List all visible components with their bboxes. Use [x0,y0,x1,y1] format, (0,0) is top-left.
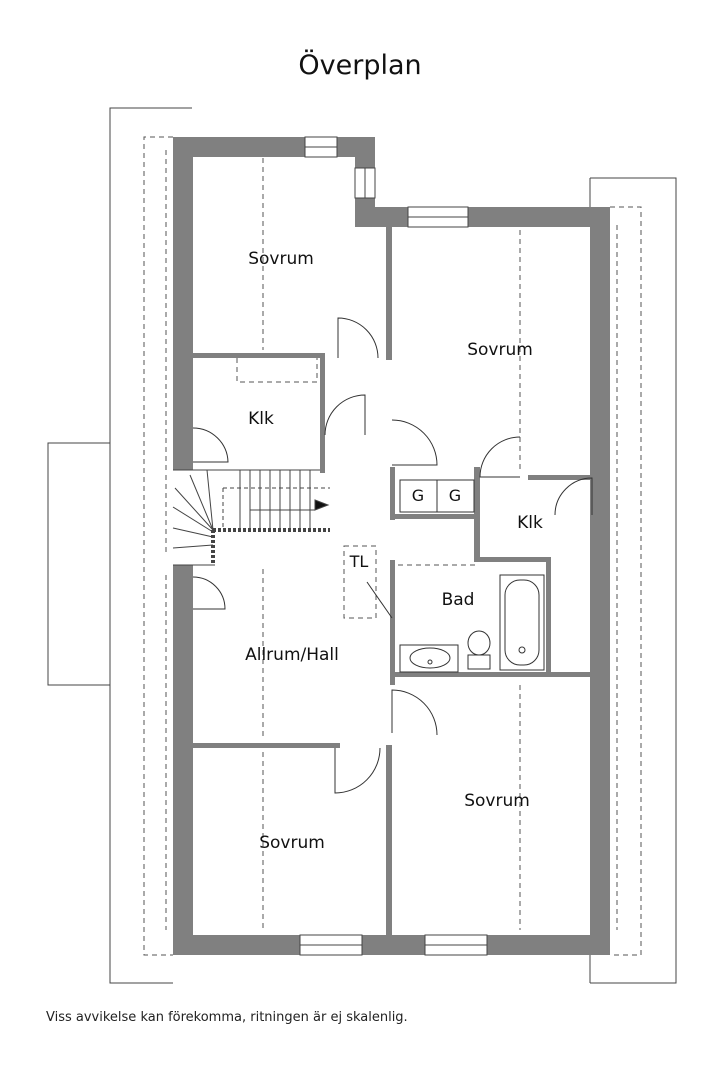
staircase [172,469,330,566]
room-label-sovrum-ne: Sovrum [467,340,533,360]
doors [192,317,593,794]
windows [299,136,488,956]
room-labels: Sovrum Sovrum Klk Klk G G TL Bad Allrum/… [245,249,543,853]
floor-plan: Sovrum Sovrum Klk Klk G G TL Bad Allrum/… [47,107,677,984]
room-label-klk-east: Klk [517,513,543,533]
room-label-tl: TL [349,552,369,571]
bathroom-fixtures [399,479,545,673]
knee-wall-lines [143,136,642,956]
room-label-sovrum-nw: Sovrum [248,249,314,269]
room-label-allrum-hall: Allrum/Hall [245,645,339,665]
disclaimer-text: Viss avvikelse kan förekomma, ritningen … [46,1010,408,1025]
roof-outline [47,107,677,984]
room-label-sovrum-se: Sovrum [464,791,530,811]
room-label-g2: G [449,486,461,505]
room-label-bad: Bad [442,590,475,610]
walls [173,137,610,955]
room-label-klk-west: Klk [248,409,274,429]
room-label-g1: G [412,486,424,505]
room-label-sovrum-sw: Sovrum [259,833,325,853]
plan-title: Överplan [298,50,422,81]
